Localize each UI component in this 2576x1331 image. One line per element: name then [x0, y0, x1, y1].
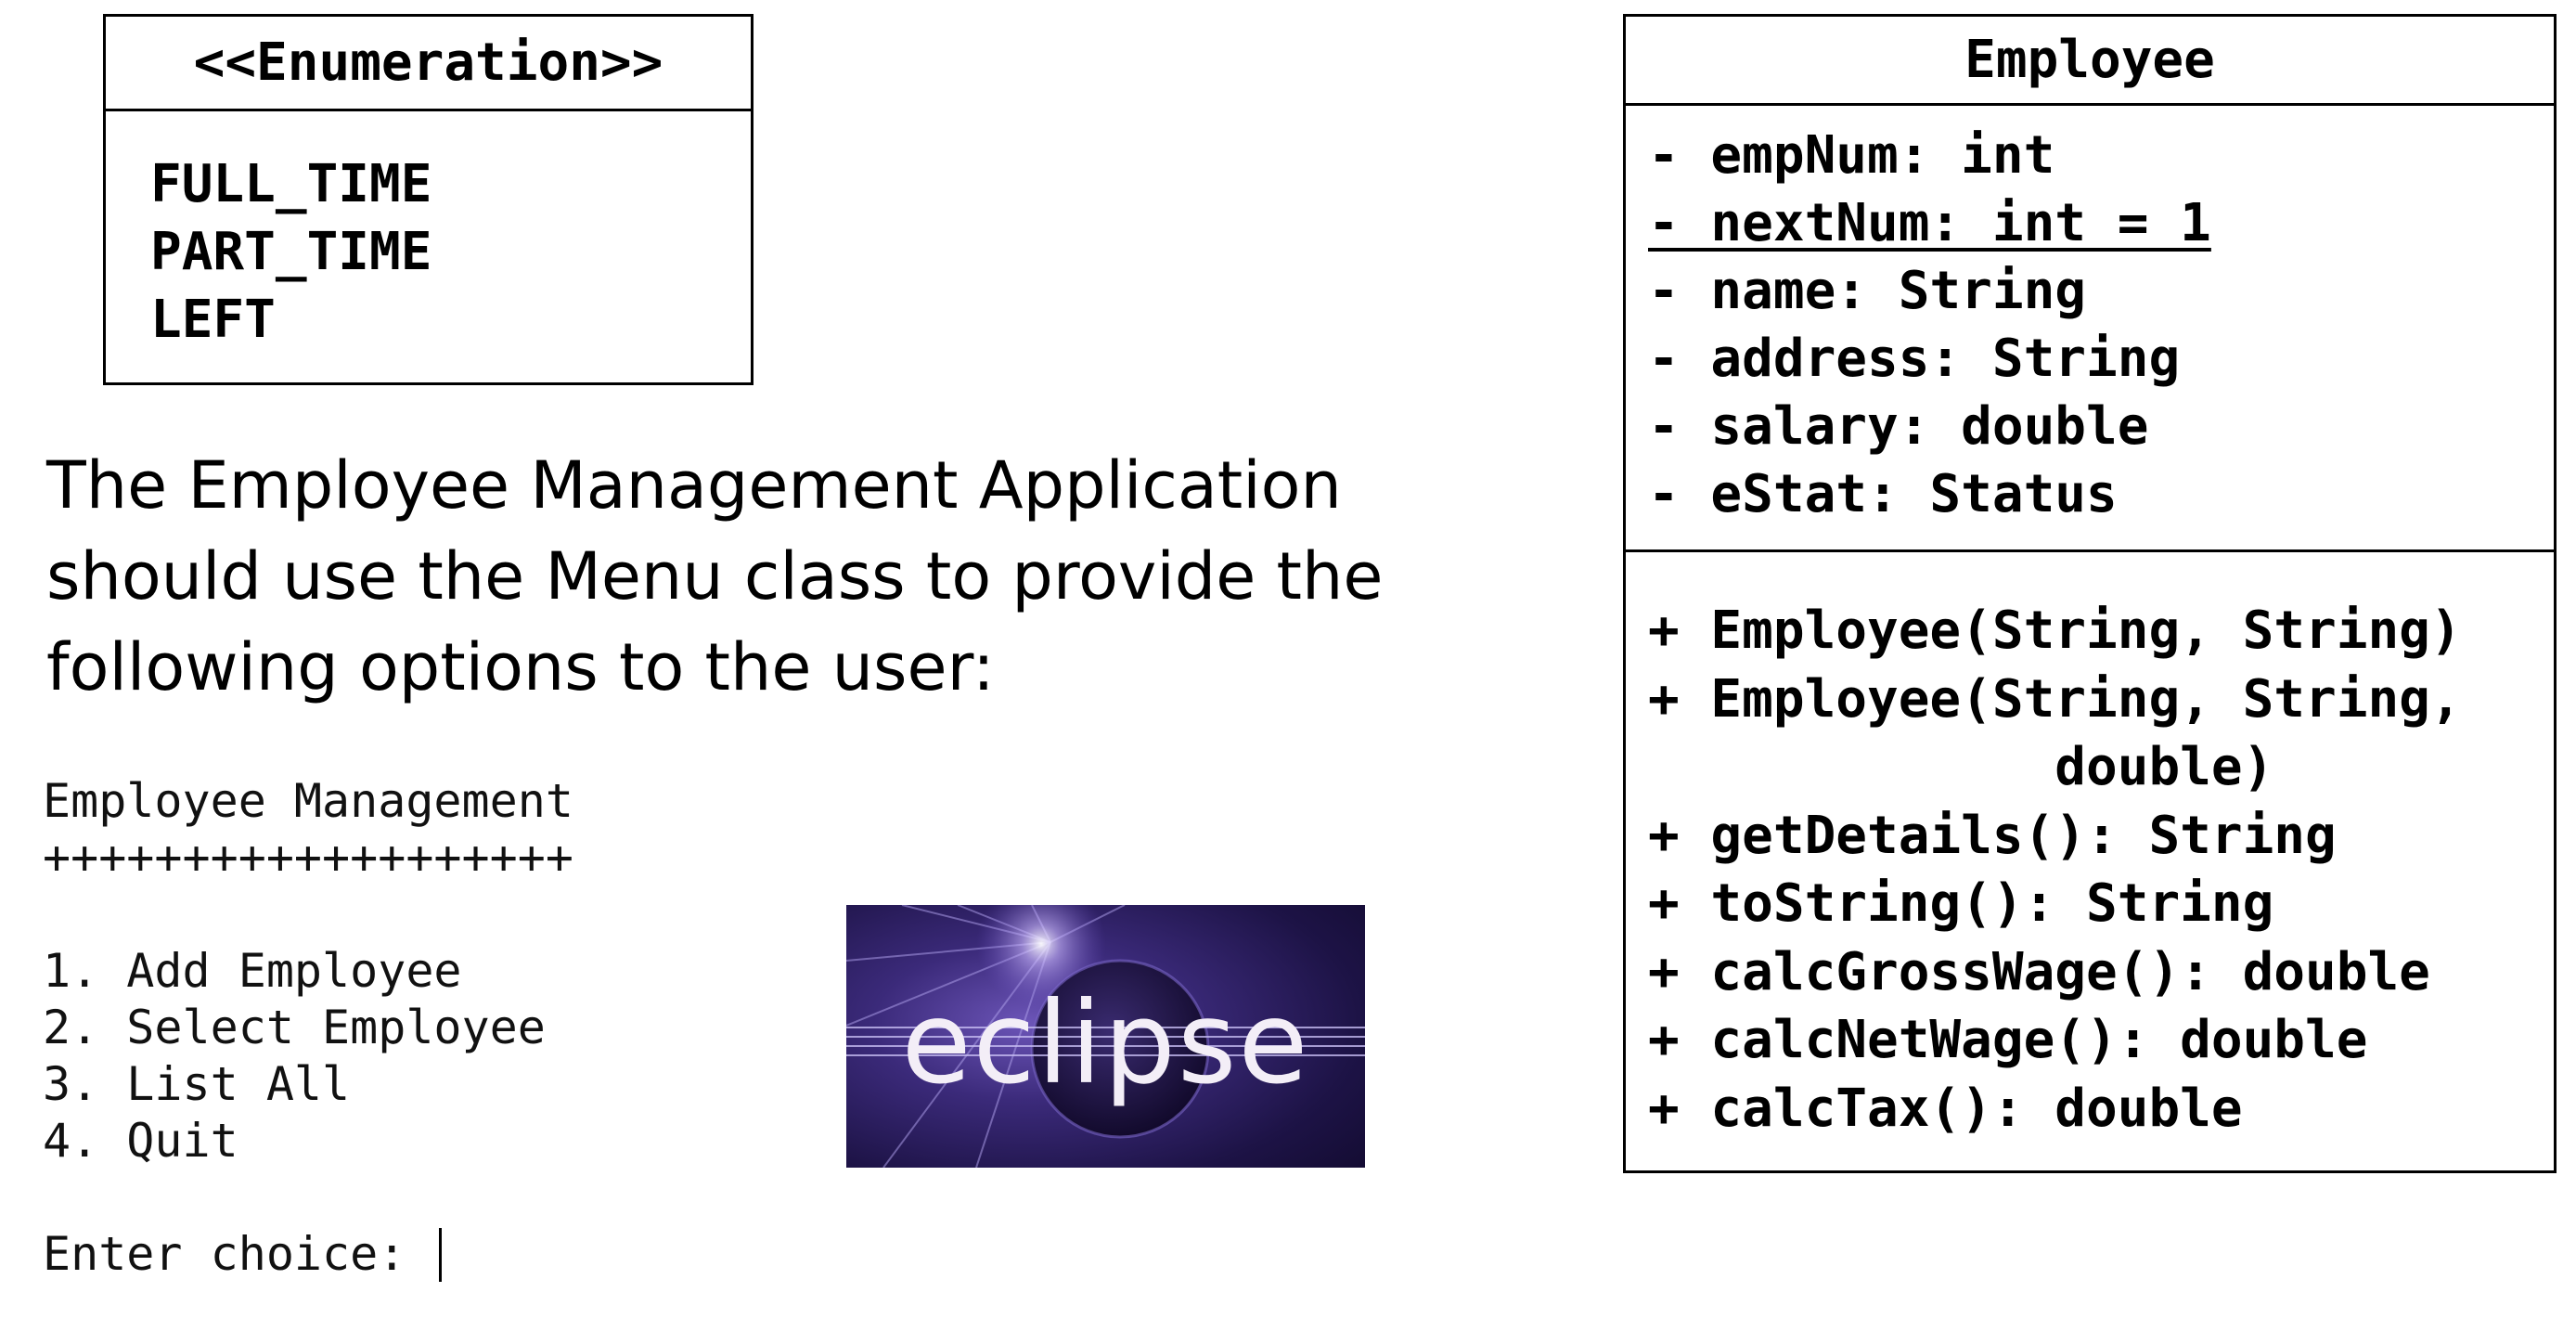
class-method: + calcTax(): double — [1648, 1078, 2243, 1139]
class-method: + getDetails(): String — [1648, 805, 2337, 866]
class-attributes: - empNum: int - nextNum: int = 1 - name:… — [1626, 106, 2554, 552]
class-method: + Employee(String, String, — [1648, 668, 2462, 730]
enumeration-stereotype: <<Enumeration>> — [106, 17, 751, 111]
console-spacer — [43, 886, 573, 943]
eclipse-logo-text: eclipse — [901, 977, 1310, 1109]
console-spacer — [43, 1169, 573, 1226]
class-attribute: - empNum: int — [1648, 125, 2055, 186]
text-cursor — [439, 1227, 443, 1282]
class-method-continuation: double) — [1648, 737, 2274, 797]
class-attribute: - eStat: Status — [1648, 464, 2118, 524]
eclipse-disc — [1030, 959, 1210, 1139]
console-menu: Employee Management +++++++++++++++++++ … — [43, 773, 573, 1283]
class-method: + calcGrossWage(): double — [1648, 941, 2430, 1002]
class-attribute: - address: String — [1648, 329, 2181, 389]
employee-class-uml-box: Employee - empNum: int - nextNum: int = … — [1623, 14, 2557, 1173]
class-method: + Employee(String, String) — [1648, 601, 2462, 661]
menu-option: 1. Add Employee — [43, 944, 462, 998]
enumeration-values: FULL_TIME PART_TIME LEFT — [106, 111, 751, 354]
enum-value: PART_TIME — [150, 222, 432, 282]
class-attribute: - salary: double — [1648, 396, 2149, 457]
class-method: + toString(): String — [1648, 873, 2274, 934]
console-separator: +++++++++++++++++++ — [43, 831, 573, 885]
class-attribute-static: - nextNum: int = 1 — [1648, 193, 2211, 253]
prompt-line[interactable]: Enter choice: — [43, 1226, 573, 1283]
enum-value: LEFT — [150, 290, 276, 350]
prompt-text: Enter choice: — [43, 1227, 434, 1281]
enumeration-uml-box: <<Enumeration>> FULL_TIME PART_TIME LEFT — [103, 14, 753, 385]
enum-value: FULL_TIME — [150, 154, 432, 214]
menu-option: 4. Quit — [43, 1114, 238, 1168]
class-attribute: - name: String — [1648, 261, 2087, 321]
eclipse-logo: eclipse — [846, 905, 1365, 1168]
description-text: The Employee Management Application shou… — [46, 447, 1384, 705]
console-title: Employee Management — [43, 774, 573, 828]
class-name: Employee — [1626, 17, 2554, 106]
horizontal-lines — [846, 1027, 1365, 1056]
eclipse-logo-graphic — [846, 905, 1365, 1168]
menu-option: 2. Select Employee — [43, 1001, 546, 1054]
class-method: + calcNetWage(): double — [1648, 1010, 2368, 1070]
class-methods: + Employee(String, String) + Employee(St… — [1626, 552, 2554, 1143]
menu-option: 3. List All — [43, 1057, 351, 1111]
